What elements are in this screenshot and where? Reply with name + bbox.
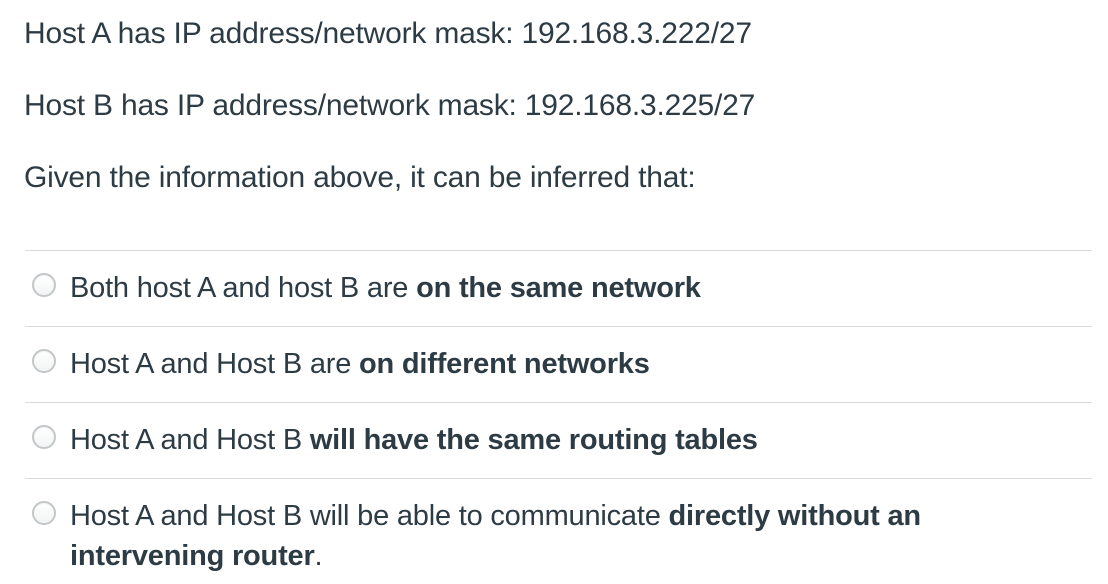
answer-option-same-network[interactable]: Both host A and host B are on the same n… — [25, 250, 1092, 326]
radio-button-icon[interactable] — [32, 273, 56, 297]
question-line-host-b: Host B has IP address/network mask: 192.… — [24, 89, 756, 122]
answer-option-label: Both host A and host B are on the same n… — [70, 268, 701, 308]
answer-text-normal: Host A and Host B are — [70, 348, 359, 380]
answer-options: Both host A and host B are on the same n… — [25, 250, 1092, 584]
question-line-host-a: Host A has IP address/network mask: 192.… — [24, 17, 752, 50]
answer-text-normal: Host A and Host B will be able to commun… — [70, 500, 669, 532]
answer-option-same-routing-tables[interactable]: Host A and Host B will have the same rou… — [25, 402, 1092, 478]
question-stem: Host A has IP address/network mask: 192.… — [0, 0, 1108, 196]
question-line-prompt: Given the information above, it can be i… — [24, 161, 696, 194]
radio-button-icon[interactable] — [32, 501, 56, 525]
radio-button-icon[interactable] — [32, 425, 56, 449]
answer-option-label: Host A and Host B will be able to commun… — [70, 496, 1050, 576]
answer-option-communicate-directly[interactable]: Host A and Host B will be able to commun… — [25, 478, 1092, 584]
answer-option-different-networks[interactable]: Host A and Host B are on different netwo… — [25, 326, 1092, 402]
answer-option-label: Host A and Host B will have the same rou… — [70, 420, 758, 460]
answer-option-label: Host A and Host B are on different netwo… — [70, 344, 650, 384]
answer-text-bold: on different networks — [358, 348, 650, 380]
answer-text-normal: Host A and Host B — [70, 424, 310, 456]
answer-text-bold: directly without an intervening router — [70, 500, 921, 572]
answer-text-normal: Both host A and host B are — [70, 272, 417, 304]
answer-text-bold: will have the same routing tables — [309, 424, 758, 456]
radio-button-icon[interactable] — [32, 349, 56, 373]
answer-text-suffix: . — [314, 540, 323, 572]
answer-text-bold: on the same network — [416, 272, 701, 304]
